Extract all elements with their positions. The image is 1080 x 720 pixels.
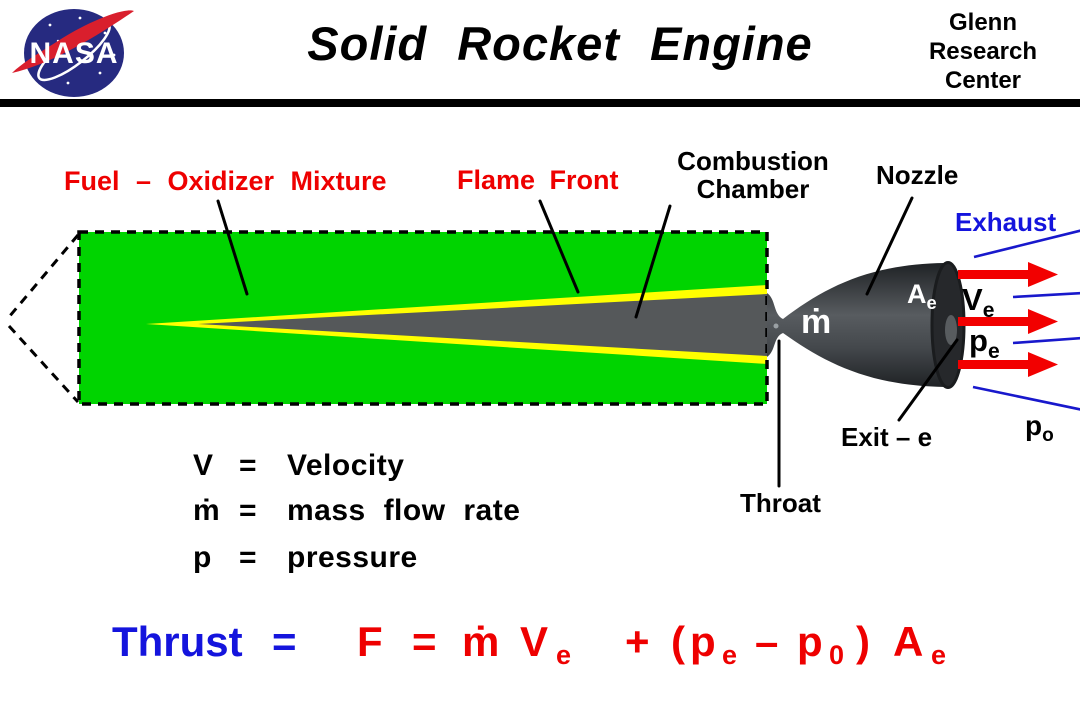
org-line-1: Glenn (948, 9, 1017, 36)
exit-leader-line (897, 338, 959, 422)
equation-exit-pressure: p (690, 618, 716, 665)
ambient-pressure-sub: o (1042, 425, 1054, 447)
exit-area-symbol: Ae (907, 279, 937, 313)
definition-mass-flow: ṁ = mass flow rate (193, 494, 520, 528)
equation-exit-area: A (893, 618, 924, 665)
flame-front-label: Flame Front (457, 165, 619, 195)
equation-close-paren: ) (856, 618, 870, 665)
combustion-chamber-wedge (198, 294, 767, 356)
exit-velocity-symbol: Ve (962, 282, 994, 322)
exit-pressure-symbol: pe (969, 323, 1000, 363)
throat-label: Throat (740, 488, 821, 518)
combustion-chamber-label-line2: Chamber (696, 174, 810, 204)
nasa-logo-swoosh (12, 10, 134, 74)
org-line-3: Center (944, 67, 1022, 94)
exit-area-base: A (907, 279, 927, 309)
combustion-chamber-label-line1: Combustion (677, 146, 829, 176)
exit-label: Exit – e (841, 422, 933, 452)
exit-pressure-base: p (969, 323, 988, 358)
equation-velocity: V (520, 618, 549, 665)
equation-open-paren: ( (671, 618, 685, 665)
definition-mass-flow-equals: = (239, 494, 257, 527)
combustion-chamber-label: Combustion Chamber (662, 147, 844, 203)
exhaust-arrow-middle (958, 309, 1058, 334)
nozzle-exit-highlight (945, 315, 957, 345)
combustion-leader-line (634, 204, 672, 319)
nozzle-leader-line (865, 196, 914, 296)
equation-ambient-pressure: p (797, 618, 823, 665)
throat-highlight-dot (773, 323, 779, 329)
fuel-leader-line (216, 199, 249, 296)
definition-pressure-text: pressure (287, 541, 418, 574)
definition-mass-flow-text: mass flow rate (287, 494, 521, 527)
org-line-2: Research (928, 38, 1038, 65)
nozzle-bell (767, 263, 959, 387)
equation-thrust-equals: = (272, 618, 297, 665)
case-end-dashed-point (7, 234, 80, 404)
header-rule (0, 99, 1080, 107)
definition-velocity-symbol: V (193, 449, 214, 482)
exhaust-label: Exhaust (955, 207, 1057, 237)
definition-pressure-symbol: p (193, 541, 212, 574)
exit-velocity-base: V (962, 282, 983, 317)
nasa-logo-text: NASA (29, 37, 118, 70)
definition-pressure-equals: = (239, 541, 257, 574)
definition-pressure: p = pressure (193, 541, 418, 575)
exhaust-streamlines (972, 229, 1080, 411)
flame-leader-line (538, 199, 580, 294)
equation-thrust-word: Thrust (112, 618, 243, 665)
equation-velocity-sub: e (556, 640, 572, 670)
ambient-pressure-base: p (1025, 410, 1043, 441)
equation-force-equals: = (412, 618, 437, 665)
equation-plus: + (625, 618, 650, 665)
exit-pressure-sub: e (987, 339, 1000, 363)
equation-force: F (357, 618, 383, 665)
equation-exit-pressure-sub: e (722, 640, 738, 670)
definition-velocity-text: Velocity (287, 449, 405, 482)
exhaust-arrow-top (958, 262, 1058, 287)
nasa-logo: NASA (12, 9, 134, 97)
thrust-equation: Thrust = F = ṁ V e + ( p e – p 0 ) A e (0, 618, 1080, 690)
org-name: Glenn Research Center (898, 8, 1068, 95)
exhaust-arrow-bottom (958, 352, 1058, 377)
definition-mass-flow-symbol: ṁ (193, 494, 220, 527)
definition-velocity-equals: = (239, 449, 257, 482)
exhaust-arrows (958, 262, 1058, 377)
exit-velocity-sub: e (982, 298, 995, 322)
equation-exit-area-sub: e (931, 640, 947, 670)
exit-area-sub: e (926, 291, 937, 313)
equation-ambient-pressure-sub: 0 (829, 640, 845, 670)
fuel-oxidizer-label: Fuel – Oxidizer Mixture (64, 166, 387, 196)
page-title: Solid Rocket Engine (307, 17, 813, 70)
leader-lines (216, 196, 959, 488)
ambient-pressure-symbol: po (1025, 410, 1054, 446)
mass-flow-symbol: ṁ (801, 303, 832, 341)
equation-minus: – (755, 618, 779, 665)
equation-mass-flow: ṁ (462, 618, 500, 665)
definition-velocity: V = Velocity (193, 449, 404, 483)
nozzle-label: Nozzle (876, 160, 959, 190)
